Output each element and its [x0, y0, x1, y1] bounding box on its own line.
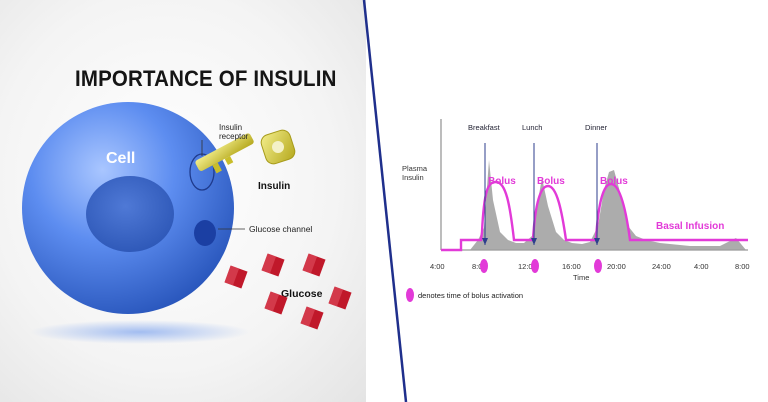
page-title: IMPORTANCE OF INSULIN [75, 66, 337, 91]
glucose-label: Glucose [281, 288, 323, 300]
insulin-importance-panel: IMPORTANCE OF INSULIN [0, 0, 366, 402]
x-tick: 16:00 [562, 262, 581, 271]
y-label: Plasma [402, 164, 428, 173]
pump-insulin-curve [441, 180, 748, 252]
receptor-label-2: receptor [219, 132, 249, 141]
bolus-label-1: Bolus [488, 176, 516, 187]
x-tick: 24:00 [652, 262, 671, 271]
cell-illustration: Cell Insulin receptor Insulin Glucose ch… [22, 102, 352, 344]
receptor-label: Insulin [219, 123, 242, 132]
bolus-label-3: Bolus [600, 176, 628, 187]
x-tick: 12:00 [518, 262, 537, 271]
legend-marker [406, 288, 414, 302]
meal-label-lunch: Lunch [522, 123, 542, 132]
cell-label: Cell [106, 150, 135, 167]
x-tick: 8:00 [472, 262, 487, 271]
y-label-2: Insulin [402, 173, 424, 182]
x-tick: 4:00 [430, 262, 445, 271]
x-tick: 4:00 [694, 262, 709, 271]
meal-label-dinner: Dinner [585, 123, 608, 132]
legend-text: denotes time of bolus activation [418, 291, 523, 300]
x-axis-label: Time [573, 273, 589, 282]
glucose-channel-label: Glucose channel [249, 224, 312, 234]
x-tick: 8:00 [735, 262, 750, 271]
cell-shadow [30, 320, 250, 344]
bolus-marker [480, 259, 488, 273]
bolus-marker [531, 259, 539, 273]
insulin-label: Insulin [258, 181, 290, 192]
insulin-key-icon [195, 129, 296, 174]
bolus-marker [594, 259, 602, 273]
physiological-insulin-area [441, 160, 746, 250]
meal-label-breakfast: Breakfast [468, 123, 501, 132]
glucose-molecules [224, 253, 352, 330]
basal-infusion-label: Basal Infusion [656, 221, 724, 232]
bolus-label-2: Bolus [537, 176, 565, 187]
x-tick: 20:00 [607, 262, 626, 271]
glucose-channel [194, 220, 216, 246]
cell-nucleus [86, 176, 174, 252]
